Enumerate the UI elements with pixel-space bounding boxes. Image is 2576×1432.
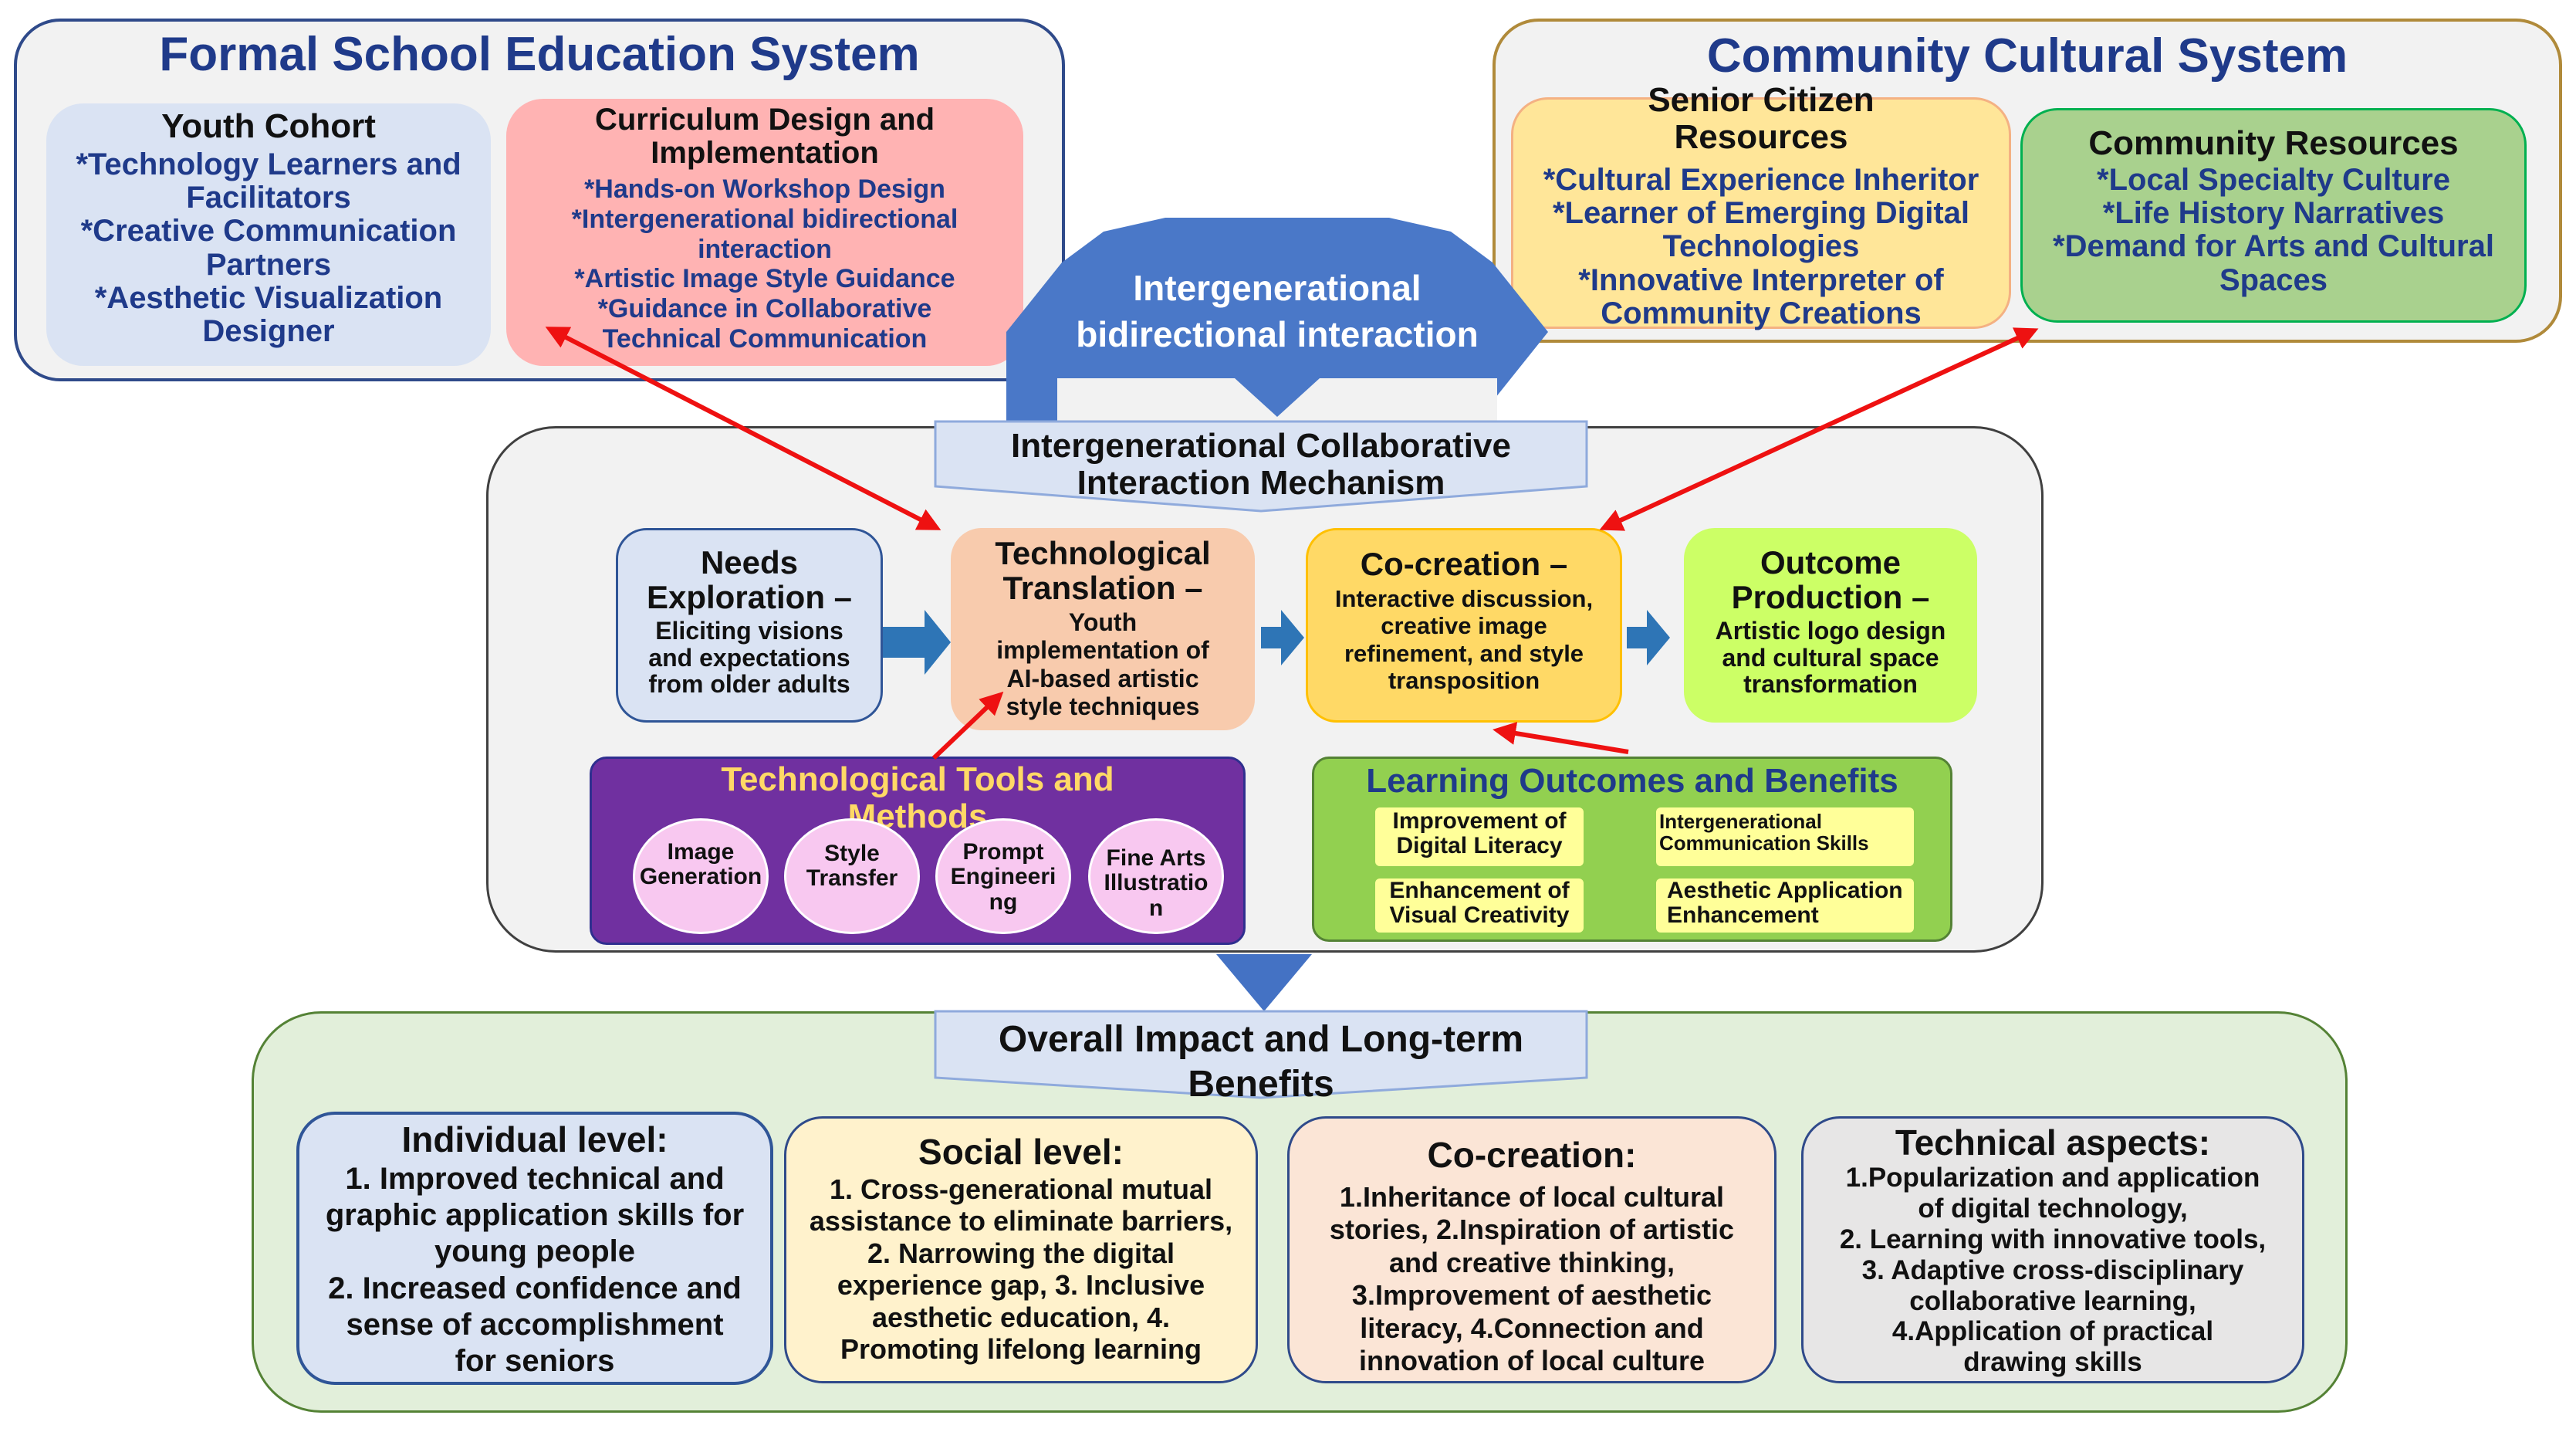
impact-card-technical-title: Technical aspects:: [1895, 1122, 2211, 1163]
tool-fine-arts-illustration-label: Fine Arts Illustratio n: [1104, 845, 1209, 921]
flow-arrow-icon: [1627, 610, 1670, 665]
impact-card-social-body: 1. Cross-generational mutual assistance …: [809, 1173, 1233, 1365]
step-outcome-production: [1684, 528, 1977, 723]
tool-prompt-engineering-label: Prompt Engineeri ng: [950, 839, 1056, 915]
impact-card-individual: [296, 1112, 773, 1385]
impact-card-co-creation-body: 1.Inheritance of local cultural stories,…: [1329, 1181, 1735, 1377]
community-cultural-title: Community Cultural System: [1706, 29, 2348, 83]
outcome-visual-creativity-label: Enhancement of Visual Creativity: [1389, 878, 1570, 929]
step-technological-translation-desc: Youth implementation of AI-based artisti…: [996, 608, 1209, 721]
tool-fine-arts-illustration: [1088, 818, 1224, 934]
tool-image-generation-label: Image Generation: [639, 839, 762, 890]
outcome-communication-skills: [1656, 807, 1914, 866]
arrow-community-to-co-creation: [1599, 327, 2039, 531]
tool-prompt-engineering: [935, 818, 1071, 934]
impact-card-individual-title: Individual level:: [401, 1119, 668, 1159]
step-technological-translation-title: Technological Translation –: [995, 535, 1211, 607]
technological-tools-title: Technological Tools and Methods: [721, 760, 1114, 835]
curriculum-title: Curriculum Design and Implementation: [594, 103, 935, 171]
outcome-visual-creativity: [1375, 878, 1584, 933]
impact-card-individual-body: 1. Improved technical and graphic applic…: [325, 1162, 745, 1378]
impact-card-co-creation: [1287, 1116, 1776, 1383]
outcome-digital-literacy-label: Improvement of Digital Literacy: [1392, 808, 1567, 859]
community-resources-box: [2020, 108, 2527, 323]
tool-style-transfer-label: Style Transfer: [806, 841, 898, 892]
impact-card-social-title: Social level:: [918, 1132, 1124, 1172]
step-co-creation-desc: Interactive discussion, creative image r…: [1334, 585, 1594, 694]
community-resources-items: *Local Specialty Culture *Life History N…: [2053, 163, 2494, 297]
step-needs-exploration-title: Needs Exploration –: [646, 544, 853, 616]
step-outcome-production-title: Outcome Production –: [1731, 544, 1930, 616]
youth-cohort-items: *Technology Learners and Facilitators *C…: [76, 147, 461, 348]
arrow-outcomes-to-co-creation: [1493, 722, 1629, 754]
youth-cohort-box: [46, 103, 491, 366]
tool-image-generation: [633, 818, 769, 934]
step-co-creation: [1306, 528, 1622, 723]
outcome-digital-literacy: [1375, 807, 1584, 866]
bidirectional-label: Intergenerational bidirectional interact…: [1076, 268, 1479, 354]
community-resources-title: Community Resources: [2088, 124, 2459, 162]
impact-card-technical: [1801, 1116, 2304, 1383]
senior-resources-title: Senior Citizen Resources: [1648, 81, 1875, 156]
flow-arrow-icon: [883, 610, 951, 675]
outcome-communication-skills-label: Intergenerational Communication Skills: [1659, 810, 1869, 855]
formal-education-title: Formal School Education System: [159, 28, 920, 81]
impact-card-technical-body: 1.Popularization and application of digi…: [1839, 1163, 2267, 1378]
step-needs-exploration-desc: Eliciting visions and expectations from …: [648, 617, 850, 699]
step-outcome-production-desc: Artistic logo design and cultural space …: [1715, 617, 1946, 699]
impact-title: Overall Impact and Long-term Benefits: [998, 1019, 1524, 1105]
tool-style-transfer: [784, 818, 920, 934]
step-co-creation-title: Co-creation –: [1360, 546, 1568, 582]
step-needs-exploration: [616, 528, 883, 723]
learning-outcomes-title: Learning Outcomes and Benefits: [1366, 762, 1898, 800]
curriculum-box: [506, 99, 1023, 366]
youth-cohort-title: Youth Cohort: [161, 107, 376, 145]
impact-card-social: [784, 1116, 1258, 1383]
outcome-aesthetic-application-label: Aesthetic Application Enhancement: [1667, 878, 1903, 929]
impact-card-co-creation-title: Co-creation:: [1427, 1135, 1637, 1175]
flow-arrow-icon: [1261, 610, 1304, 665]
outcome-aesthetic-application: [1656, 878, 1914, 933]
arrow-tools-to-translation: [931, 691, 1004, 760]
senior-resources-items: *Cultural Experience Inheritor *Learner …: [1543, 163, 1979, 330]
mechanism-title: Intergenerational Collaborative Interact…: [1011, 427, 1511, 502]
arrow-curriculum-to-translation: [545, 327, 941, 530]
